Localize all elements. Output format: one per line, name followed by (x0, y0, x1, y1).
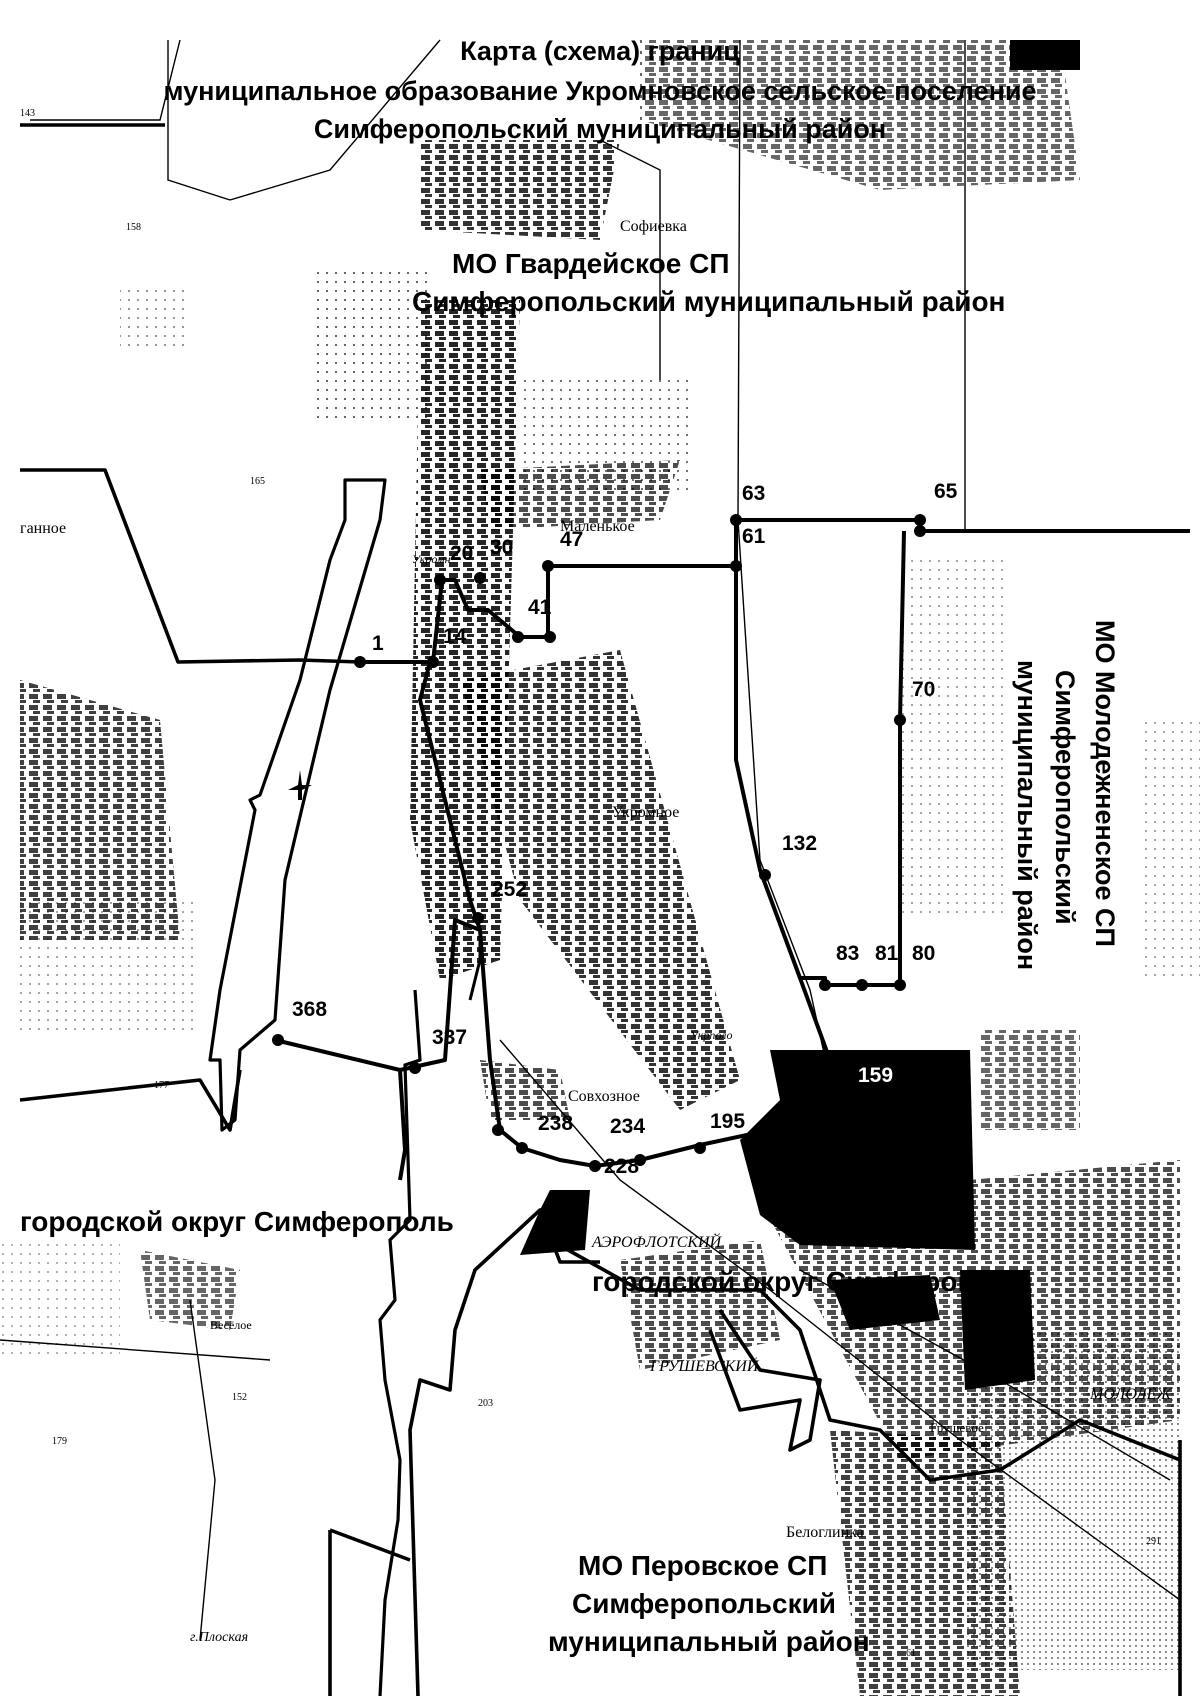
point-label-30: 30 (490, 536, 514, 559)
airport-boundary (208, 478, 387, 1132)
point-label-61: 61 (742, 525, 766, 548)
point-label-63: 63 (742, 482, 766, 505)
elevation-61: 61 (906, 1648, 916, 1659)
boundary-point-markers (272, 514, 926, 1172)
industrial-zone-black-ne (1010, 40, 1080, 70)
settlement-beloglinka: Белоглинка (786, 1524, 864, 1541)
point-label-65: 65 (934, 480, 958, 503)
point-label-1: 1 (372, 632, 384, 655)
settlement-ploskaya: г.Плоская (190, 1630, 249, 1645)
sub-boundary (378, 989, 422, 1696)
elevation-143: 143 (20, 108, 35, 119)
settlement-vesyoloe: Весёлое (210, 1318, 252, 1332)
settlement-malenkoe: Маленькое (560, 518, 635, 535)
airplane-icon (288, 770, 312, 800)
point-label-41: 41 (528, 596, 552, 619)
settlement-ukromnoe: Укромное (612, 804, 680, 821)
settlement-gannoe: ганное (20, 520, 67, 537)
point-label-337: 337 (432, 1026, 468, 1049)
point-label-238: 238 (538, 1112, 574, 1135)
district-boundaries (19, 123, 1182, 1696)
point-label-234: 234 (610, 1115, 646, 1138)
point-label-159: 159 (858, 1064, 894, 1087)
point-label-81: 81 (875, 942, 899, 965)
point-label-14: 14 (443, 625, 467, 648)
elevation-158: 158 (126, 222, 141, 233)
settlement-grushevoe: Грушевое (930, 1420, 984, 1435)
industrial-zone-black-s (830, 1275, 940, 1330)
point-label-20: 20 (450, 542, 474, 565)
map-title-line3: Симферопольский муниципальный район (313, 114, 887, 144)
settlement-ukromnoe-short: Укромн (412, 552, 451, 566)
elevation-179: 179 (52, 1436, 67, 1447)
region-simferopol-east: городской округ Симферополь (592, 1266, 1026, 1297)
region-gvardeyskoe-name: МО Гвардейское СП (452, 248, 730, 279)
settlement-ukrpolo: Укрполо (690, 1028, 733, 1042)
point-label-368: 368 (292, 998, 328, 1021)
point-label-195: 195 (710, 1110, 746, 1133)
industrial-zone-black (740, 1050, 975, 1250)
region-molodezhnenskoe-district-1: Симферопольский (1050, 670, 1080, 925)
point-label-80: 80 (912, 942, 936, 965)
sub-boundary-2 (468, 930, 482, 1001)
point-label-228: 228 (604, 1155, 640, 1178)
elevation-291: 291 (1146, 1536, 1161, 1547)
point-label-132: 132 (782, 832, 818, 855)
elevation-203: 203 (478, 1398, 493, 1409)
point-label-252: 252 (492, 878, 528, 901)
point-label-70: 70 (912, 678, 936, 701)
region-perovskoe-district-2: муниципальный район (548, 1626, 870, 1657)
region-simferopol-west: городской округ Симферополь (20, 1206, 454, 1237)
settlement-sofievka: Софиевка (620, 218, 687, 235)
settlement-grushevka: ГРУШЕВСКИЙ (650, 1358, 759, 1375)
industrial-zone-black-sw (520, 1190, 590, 1255)
region-perovskoe-district-1: Симферопольский (572, 1588, 837, 1619)
point-label-83: 83 (836, 942, 860, 965)
point-label-47: 47 (560, 528, 584, 551)
elevation-177: 177 (154, 1080, 169, 1091)
region-molodezhnenskoe-name: МО Молодежненское СП (1090, 620, 1120, 947)
region-molodezhnenskoe-district-2: муниципальный район (1012, 660, 1042, 971)
settlement-sovkhoznoe: Совхозное (568, 1088, 640, 1105)
settlement-molodezh: МОЛОДЕЖ (1090, 1386, 1172, 1403)
map-title-line1: Карта (схема) границ (460, 36, 740, 66)
elevation-165: 165 (250, 476, 265, 487)
roads (0, 39, 1181, 1641)
industrial-zone-black-se (960, 1270, 1035, 1390)
region-gvardeyskoe-district: Симферопольский муниципальный район (412, 286, 1006, 317)
region-perovskoe-name: МО Перовское СП (578, 1550, 828, 1581)
elevation-152: 152 (232, 1392, 247, 1403)
map-title-line2: муниципальное образование Укромновское с… (163, 76, 1037, 106)
settlement-aeroflotskiy: АЭРОФЛОТСКИЙ (592, 1234, 722, 1251)
